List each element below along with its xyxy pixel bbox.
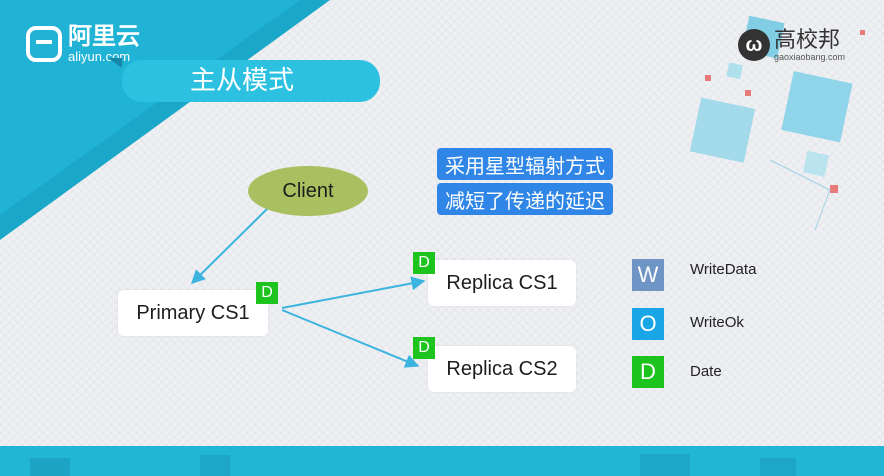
gaoxiaobang-logo-icon: ω — [738, 29, 770, 61]
legend-d-label: Date — [690, 363, 722, 380]
callout-star-topology: 采用星型辐射方式 — [437, 148, 613, 180]
legend-o-square: O — [632, 308, 664, 340]
primary-label: Primary CS1 — [136, 301, 250, 324]
legend-w-square: W — [632, 259, 664, 291]
arrow-client-to-primary — [191, 207, 269, 284]
replica2-d-badge: D — [413, 337, 435, 359]
client-label: Client — [282, 179, 334, 202]
primary-d-badge: D — [256, 282, 278, 304]
gaoxiaobang-logo-text: 高校邦 — [774, 27, 841, 52]
replica1-node: Replica CS1 — [428, 260, 576, 306]
replica1-label: Replica CS1 — [446, 271, 558, 294]
replica2-label: Replica CS2 — [446, 357, 558, 380]
primary-node: Primary CS1 — [118, 290, 268, 336]
legend-o-label: WriteOk — [690, 314, 744, 331]
aliyun-logo-text: 阿里云 — [68, 23, 140, 50]
gaoxiaobang-logo: ω 高校邦 gaoxiaobang.com — [738, 28, 845, 62]
legend-w-label: WriteData — [690, 261, 757, 278]
callout-reduce-latency: 减短了传递的延迟 — [437, 183, 613, 215]
aliyun-logo-icon — [26, 26, 62, 62]
legend-d-square: D — [632, 356, 664, 388]
client-node: Client — [248, 166, 368, 216]
arrow-primary-to-replica2 — [281, 309, 420, 368]
arrow-primary-to-replica1 — [281, 276, 426, 309]
slide-title: 主从模式 — [190, 65, 295, 95]
gaoxiaobang-logo-url: gaoxiaobang.com — [774, 52, 846, 62]
replica1-d-badge: D — [413, 252, 435, 274]
replica2-node: Replica CS2 — [428, 346, 576, 392]
title-banner — [108, 58, 380, 102]
